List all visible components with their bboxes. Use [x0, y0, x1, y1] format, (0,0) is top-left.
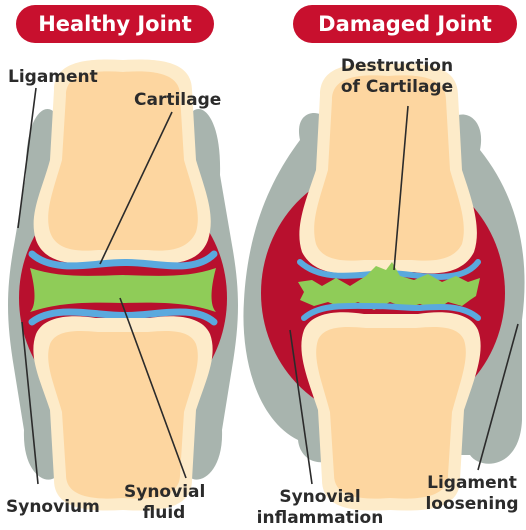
label-ligament-loosening-line2: loosening: [420, 494, 524, 515]
label-destruction-line2: of Cartilage: [330, 77, 464, 98]
label-destruction-line1: Destruction: [330, 56, 464, 77]
label-synovial-inflammation-line2: inflammation: [256, 508, 384, 529]
damaged-upper-bone-inner: [314, 75, 464, 260]
label-synovial-inflammation: Synovial inflammation: [256, 487, 384, 529]
label-cartilage: Cartilage: [134, 90, 221, 111]
label-synovial-fluid-line1: Synovial: [124, 482, 204, 503]
label-destruction-of-cartilage: Destruction of Cartilage: [330, 56, 464, 98]
damaged-joint: [243, 64, 524, 511]
label-ligament-loosening-line1: Ligament: [420, 473, 524, 494]
healthy-joint-heading: Healthy Joint: [16, 5, 214, 43]
damaged-joint-heading: Damaged Joint: [293, 5, 517, 43]
healthy-joint: [8, 59, 238, 510]
label-synovial-fluid-line2: fluid: [124, 503, 204, 524]
healthy-lower-bone-inner: [48, 331, 198, 499]
label-synovium: Synovium: [6, 497, 100, 518]
label-synovial-inflammation-line1: Synovial: [256, 487, 384, 508]
label-ligament-loosening: Ligament loosening: [420, 473, 524, 515]
label-ligament: Ligament: [8, 67, 98, 88]
label-synovial-fluid: Synovial fluid: [124, 482, 204, 524]
